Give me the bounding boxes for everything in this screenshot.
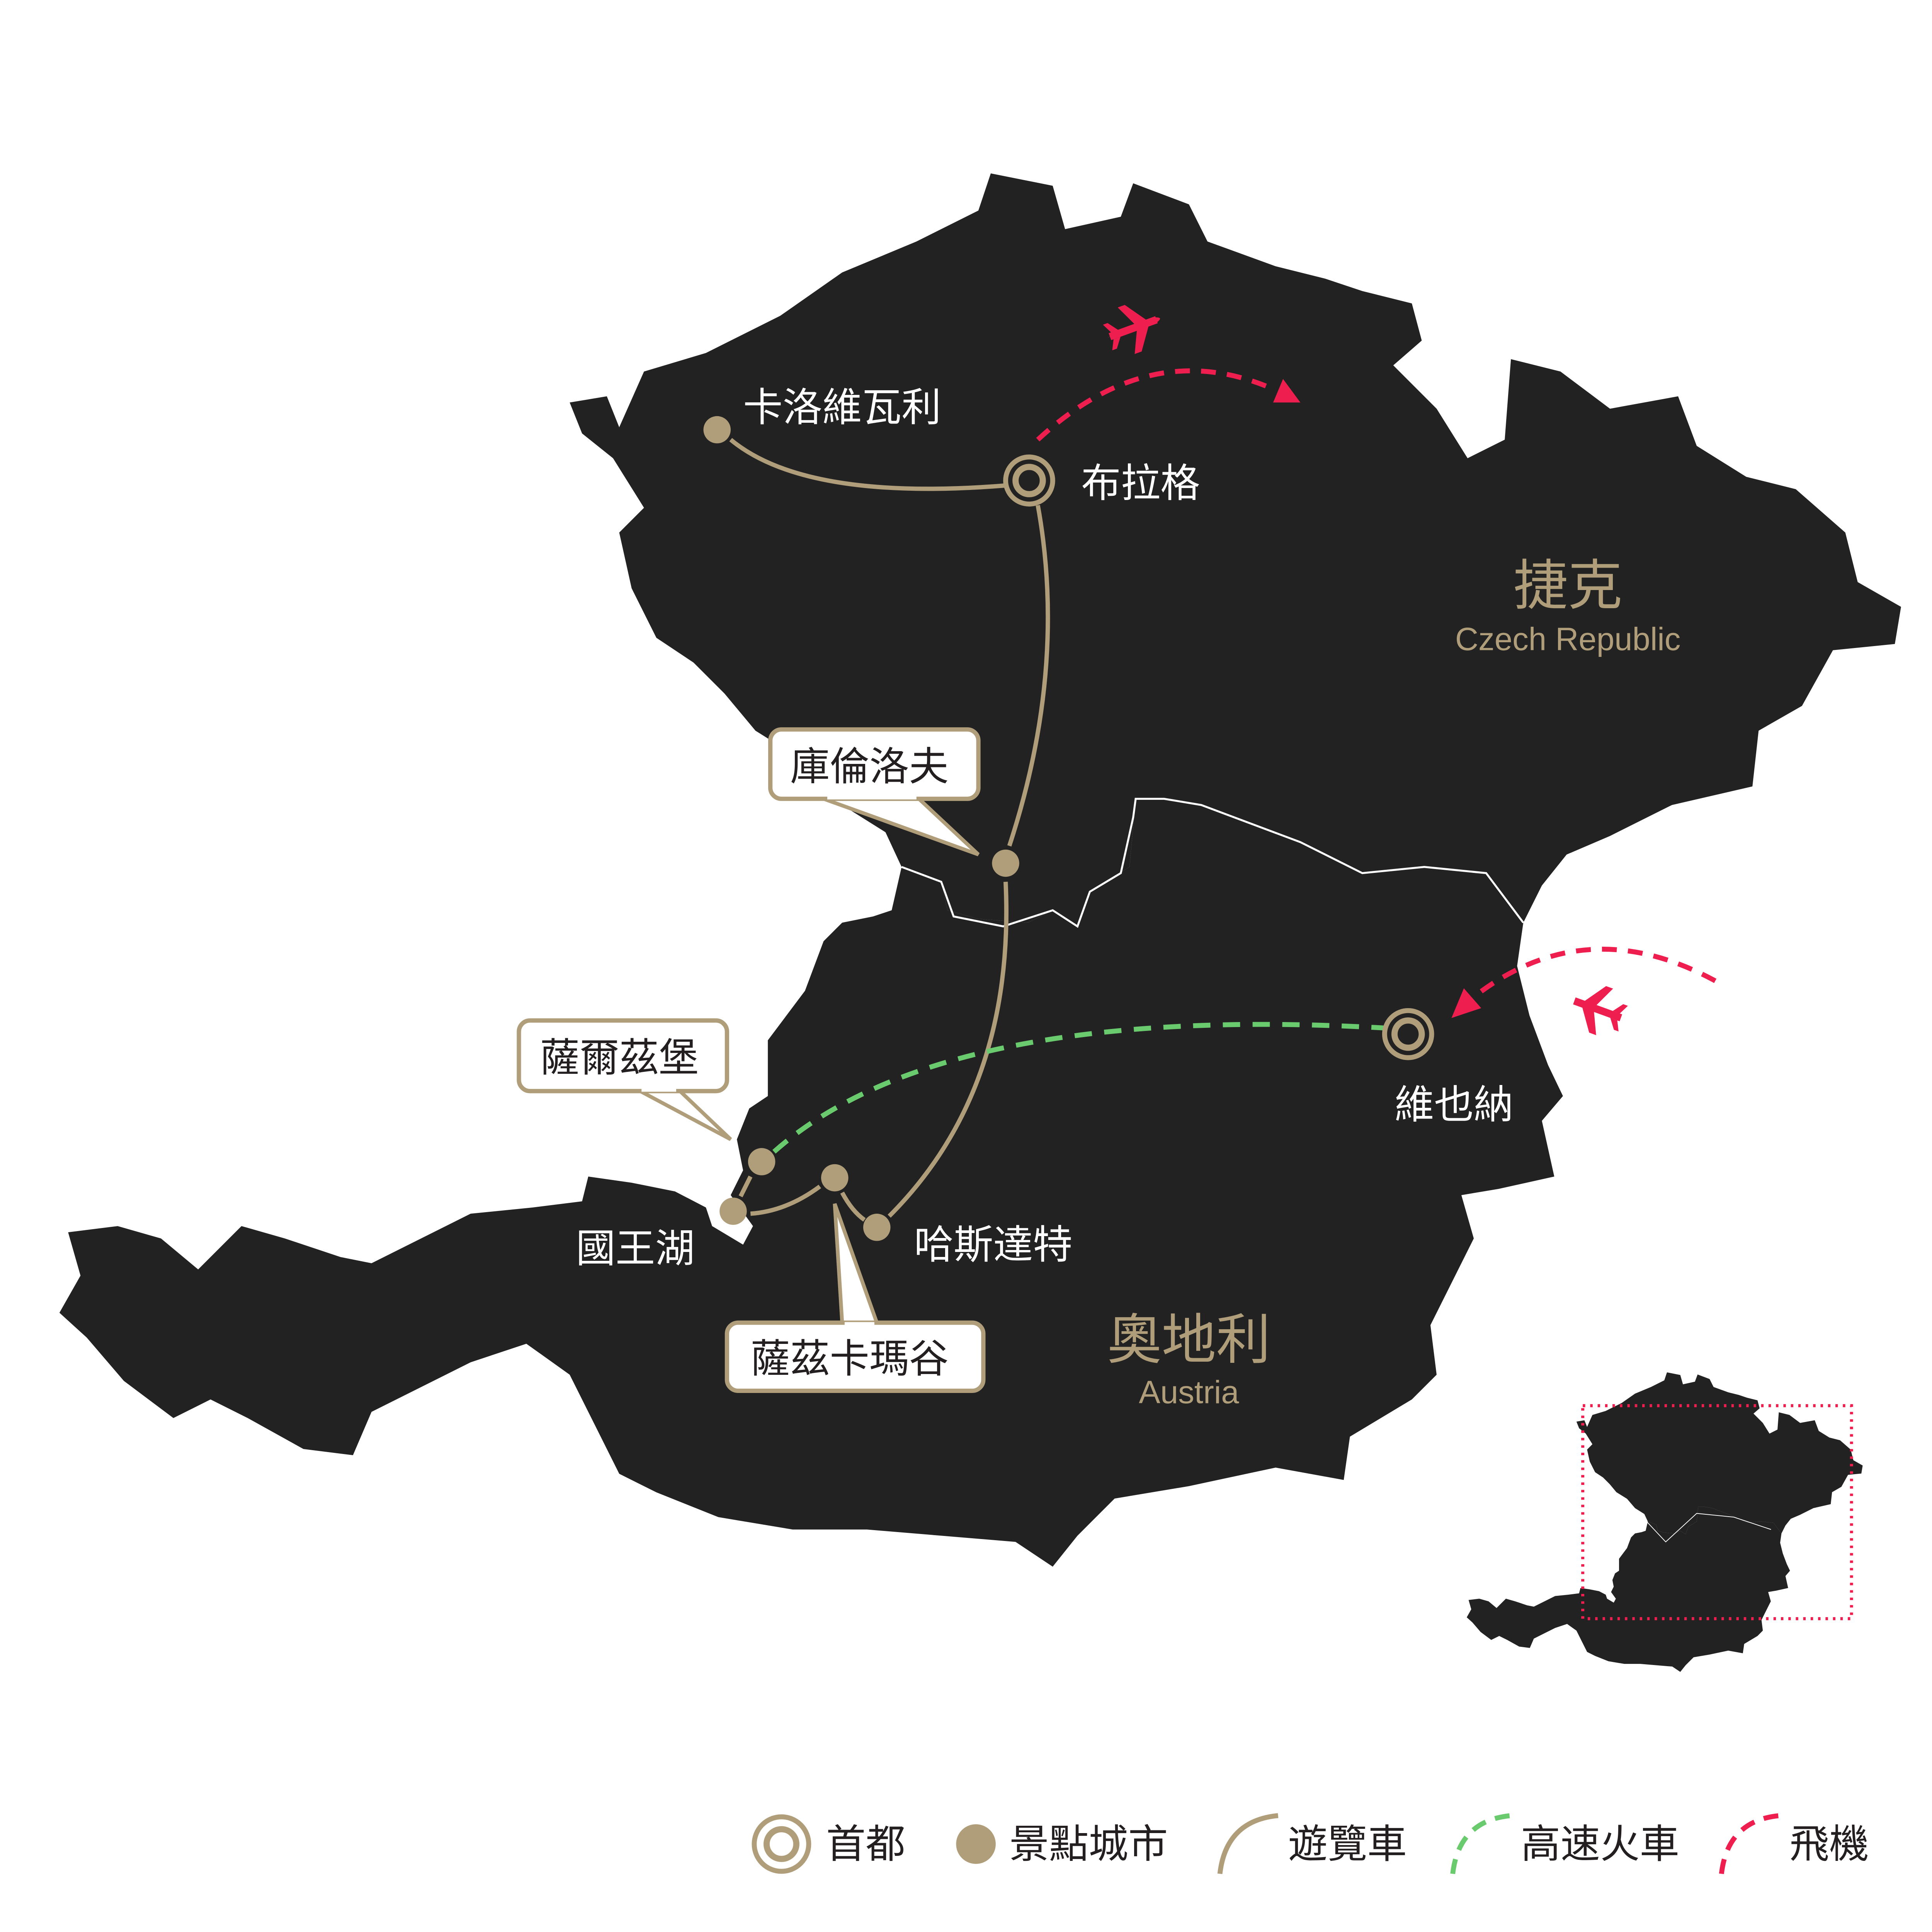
legend-flight-icon <box>1719 1813 1780 1874</box>
callout-salzkammergut: 薩茲卡瑪谷 <box>724 1203 986 1393</box>
capital-marker-prague <box>1003 454 1055 507</box>
svg-text:庫倫洛夫: 庫倫洛夫 <box>790 744 949 790</box>
route-salzkammergut-hallstatt <box>840 1191 866 1222</box>
czech-austria-border <box>901 798 1524 928</box>
legend-flight-label: 飛機 <box>1789 1821 1869 1867</box>
legend-capital-label: 首都 <box>826 1821 905 1867</box>
label-karlovy-vary: 卡洛維瓦利 <box>743 385 941 431</box>
city-marker-karlovy-vary <box>703 416 731 444</box>
legend-city-icon <box>956 1824 996 1864</box>
route-salzburg-konigssee <box>738 1175 753 1197</box>
legend-train-label: 高速火車 <box>1521 1821 1679 1867</box>
label-hallstatt: 哈斯達特 <box>914 1222 1072 1268</box>
city-marker-hallstatt <box>863 1214 891 1241</box>
city-marker-salzburg <box>748 1148 776 1175</box>
legend-coach-icon <box>1217 1813 1279 1874</box>
route-train-salzburg-vienna <box>772 1022 1384 1154</box>
city-marker-konigssee <box>719 1197 747 1225</box>
route-krumlov-hallstatt <box>888 881 1009 1218</box>
country-label-czech: 捷克 <box>1514 554 1622 617</box>
legend-city-label: 景點城市 <box>1009 1821 1168 1867</box>
country-label-czech-en: Czech Republic <box>1455 621 1681 657</box>
label-prague: 布拉格 <box>1081 460 1200 506</box>
inset-map <box>1466 1372 1863 1672</box>
country-label-austria-en: Austria <box>1139 1374 1239 1410</box>
city-marker-salzkammergut <box>821 1164 849 1192</box>
route-karlovy-vary-prague <box>729 438 1006 491</box>
country-label-austria: 奧地利 <box>1107 1308 1270 1372</box>
legend-capital-icon <box>752 1814 811 1874</box>
flight-prague-out <box>1036 368 1277 442</box>
coach-routes <box>729 438 1050 1222</box>
plane-icon <box>1573 986 1628 1035</box>
svg-text:薩茲卡瑪谷: 薩茲卡瑪谷 <box>750 1336 949 1382</box>
legend: 首都 景點城市 遊覽車 高速火車 飛機 <box>752 1813 1869 1874</box>
label-konigssee: 國王湖 <box>576 1226 695 1272</box>
city-marker-krumlov <box>992 849 1019 877</box>
legend-coach-label: 遊覽車 <box>1288 1821 1407 1867</box>
legend-train-icon <box>1450 1813 1511 1874</box>
route-prague-krumlov <box>1007 505 1050 847</box>
svg-text:薩爾茲堡: 薩爾茲堡 <box>540 1035 698 1081</box>
arrow-head-icon <box>1273 379 1301 403</box>
route-konigssee-salzkammergut <box>750 1185 821 1216</box>
label-vienna: 維也納 <box>1395 1082 1514 1128</box>
callout-krumlov: 庫倫洛夫 <box>768 727 981 857</box>
capital-marker-vienna <box>1382 1008 1434 1060</box>
inset-focus-frame <box>1581 1404 1853 1621</box>
flight-vienna-in <box>1472 947 1717 999</box>
plane-icon <box>1103 305 1160 354</box>
callout-salzburg: 薩爾茲堡 <box>517 1018 732 1141</box>
